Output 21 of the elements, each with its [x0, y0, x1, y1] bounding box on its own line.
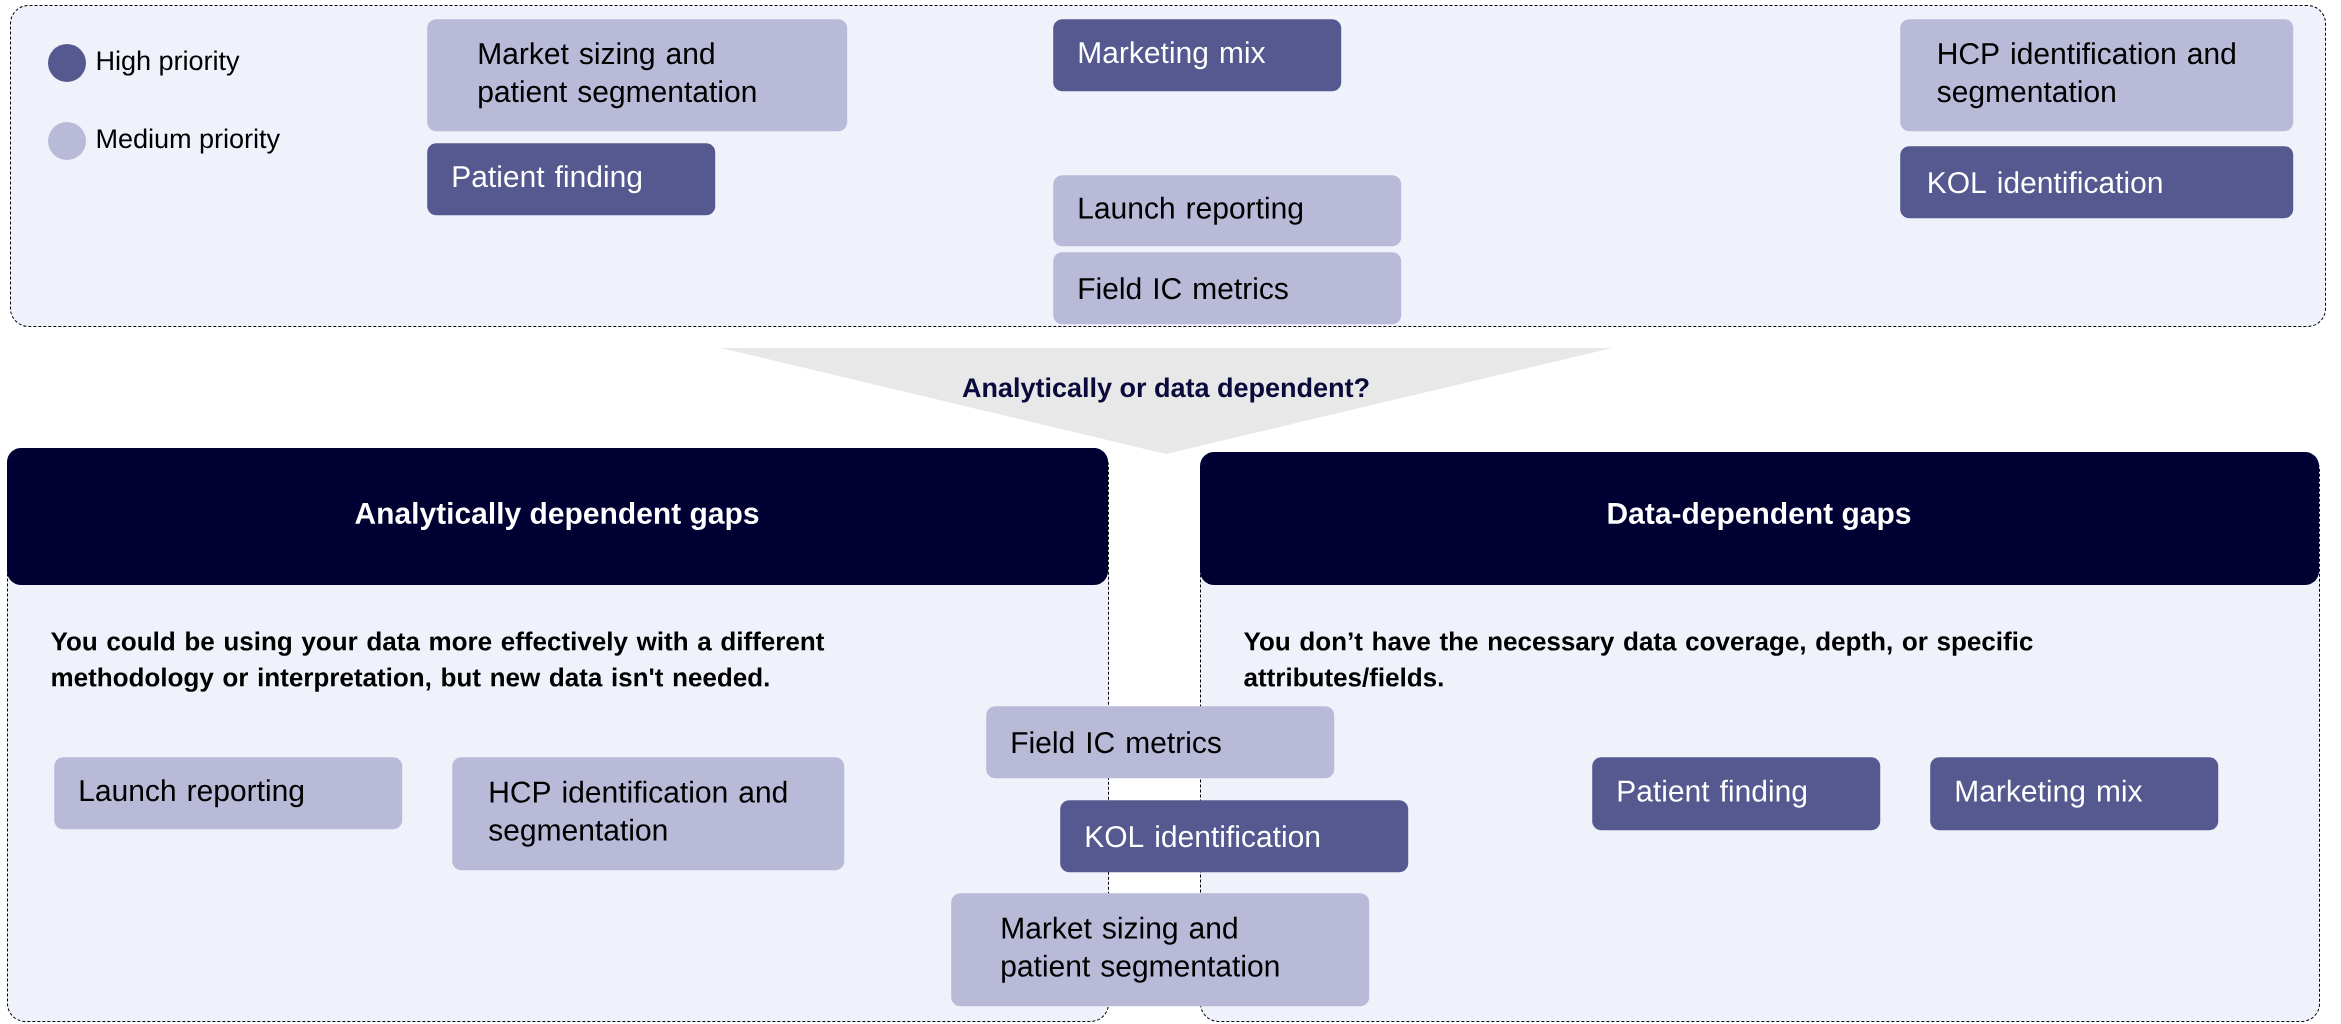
priority-box: Market sizing and patient segmentation: [427, 19, 848, 132]
priority-box: HCP identification and segmentation: [452, 757, 845, 871]
priority-box: Patient finding: [427, 143, 716, 216]
priority-box: Launch reporting: [1053, 175, 1402, 247]
priority-box: KOL identification: [1900, 146, 2294, 219]
priority-box: KOL identification: [1060, 800, 1409, 873]
priority-box: Launch reporting: [54, 757, 403, 830]
priority-box: Marketing mix: [1053, 19, 1342, 92]
priority-box: HCP identification and segmentation: [1900, 19, 2294, 132]
priority-box: Market sizing and patient segmentation: [951, 893, 1370, 1007]
priority-box: Patient finding: [1592, 757, 1881, 831]
legend-label: High priority: [97, 50, 240, 76]
funnel: Analytically or data dependent?: [721, 348, 1612, 454]
header-bar: Data-dependent gaps: [1200, 452, 2319, 585]
header-bar: Analytically dependent gaps: [7, 448, 1108, 585]
description-text: You don’t have the necessary data coverage, depth, or specific attributes/fields.: [1244, 631, 2033, 687]
description-text: You could be using your data more effectively with a different methodology or interpretation, but new data isn't needed.: [51, 631, 825, 692]
legend-label: Medium priority: [97, 128, 280, 154]
priority-box: Marketing mix: [1930, 757, 2219, 831]
priority-box: Field IC metrics: [986, 706, 1335, 779]
priority-box: Field IC metrics: [1053, 252, 1402, 325]
